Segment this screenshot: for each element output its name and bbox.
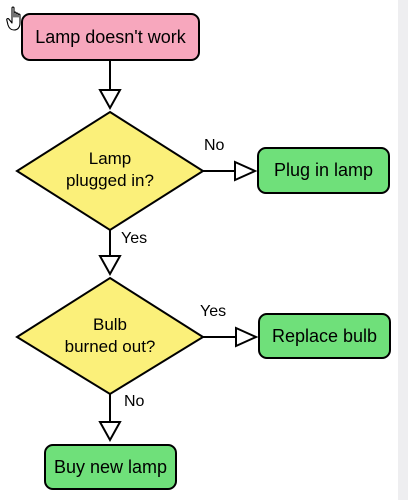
buy-new-lamp-node: Buy new lamp xyxy=(44,444,177,490)
arrowhead-start-to-plugged xyxy=(98,89,122,111)
buy-new-lamp-label: Buy new lamp xyxy=(53,456,168,477)
edge-label-plugged-no: No xyxy=(204,137,225,154)
decision-plugged-in: Lamp plugged in? xyxy=(50,148,170,192)
plug-in-lamp-label: Plug in lamp xyxy=(273,160,374,180)
arrowhead-bulb-no xyxy=(98,421,122,443)
edge-label-bulb-yes: Yes xyxy=(200,303,227,320)
arrowhead-plugged-no xyxy=(234,160,258,182)
plug-in-lamp-node: Plug in lamp xyxy=(257,147,390,194)
decision-bulb-line1: Bulb xyxy=(92,315,128,334)
decision-plugged-in-line2: plugged in? xyxy=(66,171,154,190)
decision-plugged-in-line1: Lamp xyxy=(88,149,132,168)
arrowhead-plugged-yes xyxy=(98,255,122,277)
arrowhead-bulb-yes xyxy=(235,326,259,348)
hand-pointer-icon xyxy=(6,6,21,31)
decision-bulb-burned-out: Bulb burned out? xyxy=(50,314,170,358)
edge-label-bulb-no: No xyxy=(124,393,145,410)
start-node-label: Lamp doesn't work xyxy=(35,26,186,47)
window-edge xyxy=(398,0,408,500)
decision-bulb-line2: burned out? xyxy=(64,337,156,356)
edge-label-plugged-yes: Yes xyxy=(121,230,148,247)
replace-bulb-node: Replace bulb xyxy=(258,313,391,359)
replace-bulb-label: Replace bulb xyxy=(271,325,378,346)
start-node: Lamp doesn't work xyxy=(21,13,200,61)
